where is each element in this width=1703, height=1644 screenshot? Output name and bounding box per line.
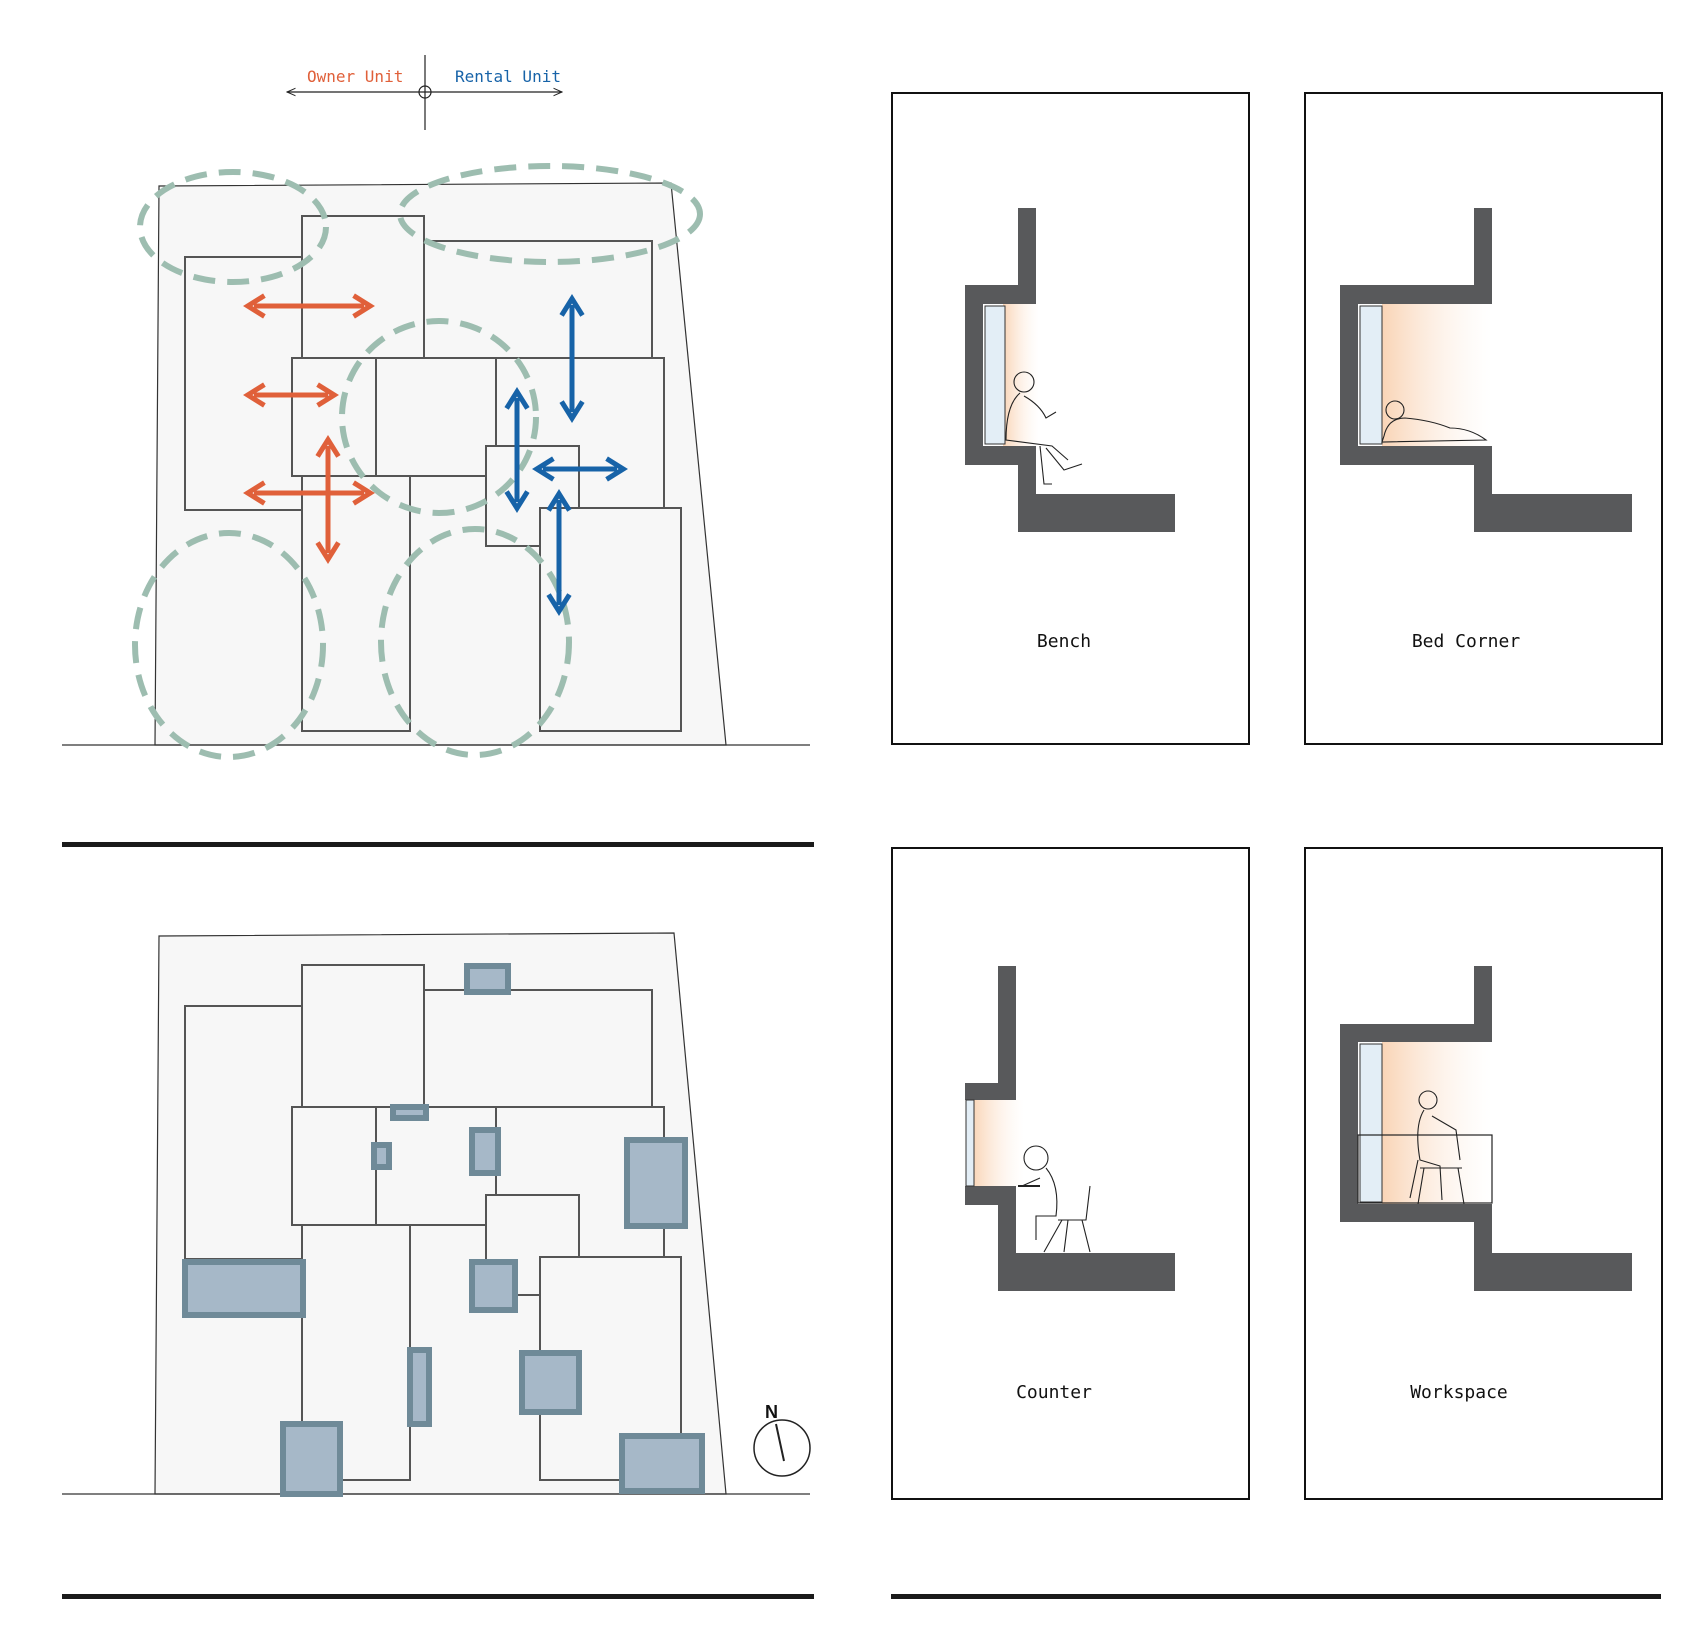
- zoning-diagram: [62, 163, 810, 760]
- section-panel-counter: Counter: [891, 847, 1250, 1500]
- legend-origin-circle: [418, 85, 432, 99]
- wall: [1340, 1024, 1358, 1222]
- north-label: N: [765, 1402, 778, 1422]
- desk-outline: [1357, 1134, 1493, 1204]
- room-block: [423, 989, 653, 1108]
- wall: [965, 285, 983, 465]
- window-plan-diagram: N: [62, 932, 811, 1497]
- section-label: Bench: [1037, 631, 1091, 652]
- north-arrow: N: [753, 1402, 811, 1477]
- wall: [1474, 208, 1492, 304]
- window: [469, 1259, 518, 1313]
- section-label: Counter: [1016, 1382, 1092, 1403]
- room-block: [184, 1005, 304, 1260]
- north-needle: [775, 1423, 785, 1462]
- wall: [1474, 1204, 1492, 1254]
- zone-ellipse: [137, 169, 329, 285]
- zone-ellipse: [339, 318, 539, 516]
- wall: [1340, 1024, 1492, 1042]
- wall-section: [1340, 208, 1632, 532]
- window: [519, 1350, 582, 1415]
- window-glass: [984, 305, 1006, 445]
- room-block: [184, 256, 304, 511]
- wall-section: [1340, 966, 1632, 1291]
- person-at-desk-figure: [1409, 1090, 1465, 1205]
- person-lying-figure: [1381, 400, 1488, 443]
- owner-movement-arrows: [243, 293, 375, 564]
- separator-bar: [891, 1594, 1661, 1599]
- zone-ellipse: [397, 163, 703, 265]
- wall: [965, 1083, 1016, 1100]
- wall: [1018, 208, 1036, 304]
- wall-section: [965, 208, 1175, 532]
- section-label: Workspace: [1410, 1382, 1508, 1403]
- wall: [1340, 285, 1358, 465]
- zone-ellipse: [132, 530, 326, 760]
- window-glass: [1359, 1043, 1383, 1203]
- room-blocks: [184, 964, 682, 1481]
- wall: [1474, 1253, 1632, 1291]
- separator-bar: [62, 1594, 814, 1599]
- wall: [1474, 446, 1492, 496]
- window: [371, 1142, 392, 1170]
- light-glow: [1382, 304, 1492, 446]
- window-glass: [1359, 305, 1383, 445]
- legend-rental-label: Rental Unit: [455, 67, 561, 86]
- wall: [1018, 494, 1175, 532]
- panel-frame: [891, 847, 1250, 1500]
- window: [407, 1347, 432, 1427]
- wall-section: [965, 966, 1175, 1291]
- room-block: [375, 357, 497, 477]
- wall: [1340, 285, 1492, 304]
- person-at-counter-figure: [1021, 1145, 1091, 1253]
- window: [390, 1104, 429, 1121]
- wall: [1474, 966, 1492, 1042]
- window-glass: [965, 1099, 975, 1187]
- window: [624, 1137, 688, 1229]
- window: [469, 1127, 501, 1176]
- wall: [998, 1253, 1175, 1291]
- wall: [1340, 446, 1492, 465]
- room-block: [423, 240, 653, 359]
- section-panel-workspace: Workspace: [1304, 847, 1663, 1500]
- light-glow: [1382, 1042, 1492, 1204]
- wall: [1474, 494, 1632, 532]
- room-blocks: [184, 215, 682, 732]
- wall: [1340, 1204, 1492, 1222]
- window: [280, 1421, 343, 1497]
- wall: [1018, 446, 1036, 496]
- rental-movement-arrows: [504, 294, 628, 616]
- panel-frame: [891, 92, 1250, 745]
- section-panel-bed-corner: Bed Corner: [1304, 92, 1663, 745]
- zone-ellipses: [132, 163, 703, 760]
- light-glow: [1003, 304, 1039, 446]
- window: [182, 1259, 306, 1318]
- room-block: [301, 964, 425, 1108]
- windows: [182, 963, 705, 1497]
- room-block: [301, 215, 425, 359]
- section-label: Bed Corner: [1412, 631, 1521, 652]
- wall: [998, 1186, 1016, 1254]
- light-glow: [972, 1100, 1024, 1186]
- wall: [998, 966, 1016, 1100]
- room-block: [291, 357, 377, 477]
- room-block: [291, 1106, 377, 1226]
- person-sitting-figure: [1005, 371, 1083, 485]
- legend-owner-label: Owner Unit: [307, 67, 403, 86]
- window: [464, 963, 511, 995]
- legend: Owner Unit Rental Unit: [287, 55, 562, 130]
- separator-bar: [62, 842, 814, 847]
- zone-ellipse: [378, 526, 572, 758]
- section-panel-bench: Bench: [891, 92, 1250, 745]
- window: [619, 1433, 705, 1494]
